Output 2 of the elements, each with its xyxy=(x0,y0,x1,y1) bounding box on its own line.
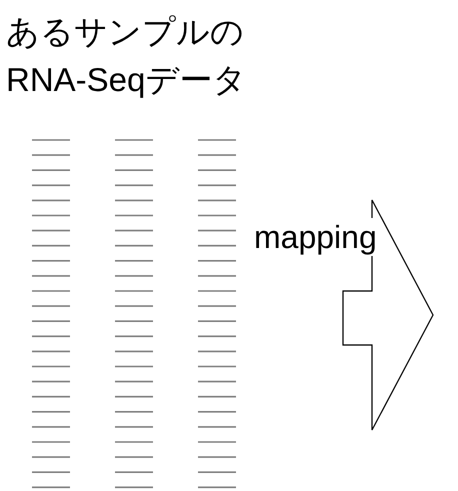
arrow-label: mapping xyxy=(254,218,377,256)
heading-text: あるサンプルのRNA-Seqデータ xyxy=(6,12,248,100)
